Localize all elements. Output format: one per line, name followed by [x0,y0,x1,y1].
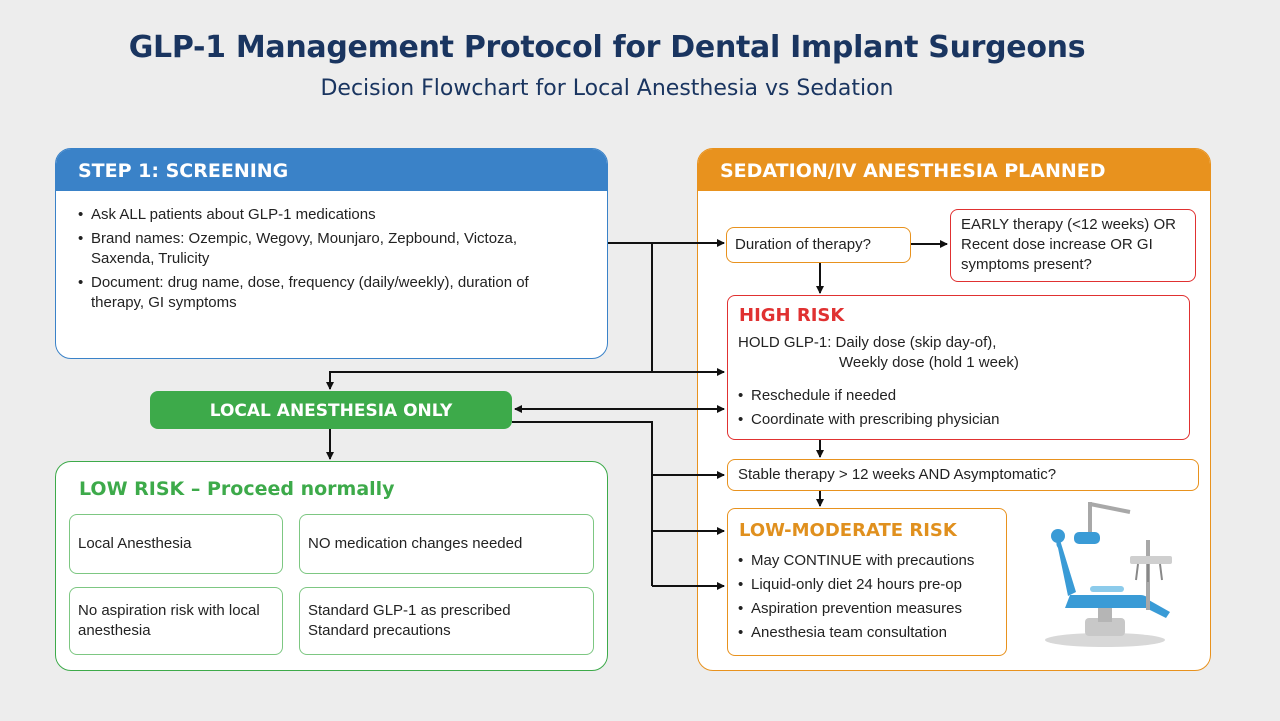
chair-seat [1065,595,1152,608]
page-title: GLP-1 Management Protocol for Dental Imp… [128,30,1086,65]
chair-back [1056,540,1076,596]
low-moderate-bullet: Anesthesia team consultation [738,621,974,645]
hold-instructions: HOLD GLP-1: Daily dose (skip day-of), We… [738,333,1019,373]
duration-question-box: Duration of therapy? [726,227,911,263]
duration-question-text: Duration of therapy? [735,236,871,253]
connector-local-right [512,421,653,586]
chair-shadow [1045,633,1165,647]
hold-weekly: Weekly dose (hold 1 week) [839,354,1019,371]
low-moderate-risk-box: LOW-MODERATE RISK May CONTINUE with prec… [727,508,1007,656]
low-risk-cell: No aspiration risk with local anesthesia [69,587,283,655]
sedation-header: SEDATION/IV ANESTHESIA PLANNED [698,149,1210,191]
hold-daily: Daily dose (skip day-of), [835,334,997,351]
low-moderate-bullet: May CONTINUE with precautions [738,549,974,573]
stable-question-box: Stable therapy > 12 weeks AND Asymptomat… [727,459,1199,491]
screening-bullet: Ask ALL patients about GLP-1 medications [78,205,548,225]
chair-base [1085,618,1125,636]
tool-hose [1159,563,1163,581]
arrow-down-to-local [326,371,652,390]
chair-arm [1090,586,1124,592]
low-risk-cell: Standard GLP-1 as prescribed Standard pr… [299,587,594,655]
high-risk-list: Reschedule if needed Coordinate with pre… [738,384,999,432]
low-moderate-bullet: Liquid-only diet 24 hours pre-op [738,573,974,597]
chair-headrest [1051,529,1065,543]
screening-panel: STEP 1: SCREENING Ask ALL patients about… [55,148,608,359]
stable-question-text: Stable therapy > 12 weeks AND Asymptomat… [738,466,1057,483]
screening-header: STEP 1: SCREENING [56,149,607,191]
high-risk-title: HIGH RISK [739,305,845,326]
low-risk-cell: NO medication changes needed [299,514,594,574]
tool-tray [1130,556,1172,564]
lamp-arm [1089,502,1131,514]
low-risk-panel: LOW RISK – Proceed normally Local Anesth… [55,461,608,671]
early-criteria-box: EARLY therapy (<12 weeks) OR Recent dose… [950,209,1196,282]
screening-list: Ask ALL patients about GLP-1 medications… [78,205,548,317]
low-risk-cell: Local Anesthesia [69,514,283,574]
low-risk-title: LOW RISK – Proceed normally [79,478,395,500]
screening-bullet: Brand names: Ozempic, Wegovy, Mounjaro, … [78,229,548,269]
lamp-head [1074,532,1100,544]
dental-chair-illustration [1045,502,1172,647]
screening-bullet: Document: drug name, dose, frequency (da… [78,273,548,313]
early-criteria-text: EARLY therapy (<12 weeks) OR Recent dose… [961,216,1176,273]
low-moderate-risk-title: LOW-MODERATE RISK [739,520,957,541]
low-moderate-list: May CONTINUE with precautions Liquid-onl… [738,549,974,645]
high-risk-bullet: Reschedule if needed [738,384,999,408]
page-subtitle: Decision Flowchart for Local Anesthesia … [320,76,894,101]
low-moderate-bullet: Aspiration prevention measures [738,597,974,621]
high-risk-bullet: Coordinate with prescribing physician [738,408,999,432]
hold-label: HOLD GLP-1: [738,334,832,351]
local-anesthesia-bar: LOCAL ANESTHESIA ONLY [150,391,512,429]
tool-hose [1135,563,1139,581]
high-risk-box: HIGH RISK HOLD GLP-1: Daily dose (skip d… [727,295,1190,440]
